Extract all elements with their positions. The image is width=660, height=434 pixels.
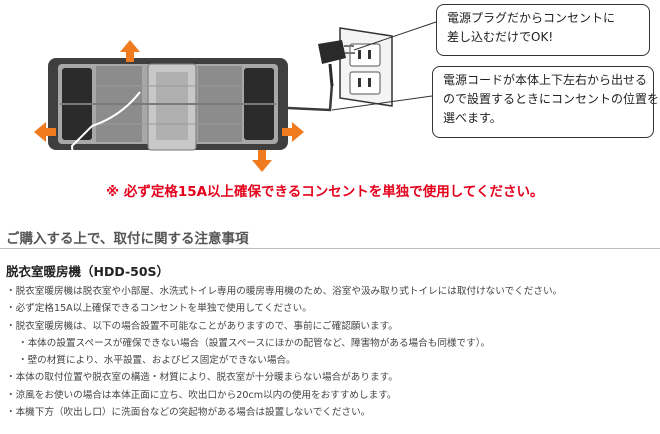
list-item: ・脱衣室暖房機は脱衣室や小部屋、水洗式トイレ専用の暖房専用機のため、浴室や汲み取… (6, 286, 563, 297)
callout-line: 電源コードが本体上下左右から出せる (443, 73, 648, 87)
list-item: ・涼風をお使いの場合は本体正面に立ち、吹出口から20cm以内の使用をおすすめしま… (6, 389, 397, 401)
callout-line: 選べます。 (443, 111, 502, 125)
callout-cord-info: 電源コードが本体上下左右から出せる ので設置するときにコンセントの位置を 選べま… (432, 66, 660, 138)
outlet-warning: ※ 必ず定格15A以上確保できるコンセントを単独で使用してください。 (106, 184, 544, 200)
section-title: ご購入する上で、取付に関する注意事項 (6, 231, 249, 247)
list-item: ・本機下方（吹出し口）に洗面台などの突起物がある場合は設置しないでください。 (6, 407, 371, 419)
callout-plug-info: 電源プラグだからコンセントに 差し込むだけでOK! (436, 4, 650, 56)
callout-line: 差し込むだけでOK! (447, 30, 554, 44)
direction-arrow-icon (34, 40, 304, 172)
list-item: ・脱衣室暖房機は、以下の場合設置不可能なことがありますので、事前にご確認願います… (6, 320, 398, 332)
callout-leader-cord (331, 95, 433, 111)
list-item: ・壁の材質により、水平設置、およびビス固定ができない場合。 (18, 355, 296, 367)
list-item: ・必ず定格15A以上確保できるコンセントを単独で使用してください。 (6, 303, 312, 315)
section-divider (0, 248, 660, 249)
caution-notes-list: ・脱衣室暖房機は脱衣室や小部屋、水洗式トイレ専用の暖房専用機のため、浴室や汲み取… (6, 283, 656, 421)
list-item: ・本体の設置スペースが確保できない場合（設置スペースにほかの配管など、障害物があ… (18, 337, 491, 349)
product-title: 脱衣室暖房機（HDD-50S） (6, 264, 170, 279)
callout-line: 電源プラグだからコンセントに (447, 11, 616, 25)
callout-line: ので設置するときにコンセントの位置を (443, 92, 660, 106)
list-item: ・本体の取付位置や脱衣室の構造・材質により、脱衣室が十分暖まらない場合があります… (6, 372, 398, 384)
power-plug-icon (318, 40, 355, 87)
power-cord (287, 83, 334, 112)
heater-back-panel (48, 58, 288, 173)
heater-wiring-diagram (34, 21, 437, 173)
wall-outlet-icon (339, 27, 393, 107)
callout-leader-plug (353, 21, 437, 51)
